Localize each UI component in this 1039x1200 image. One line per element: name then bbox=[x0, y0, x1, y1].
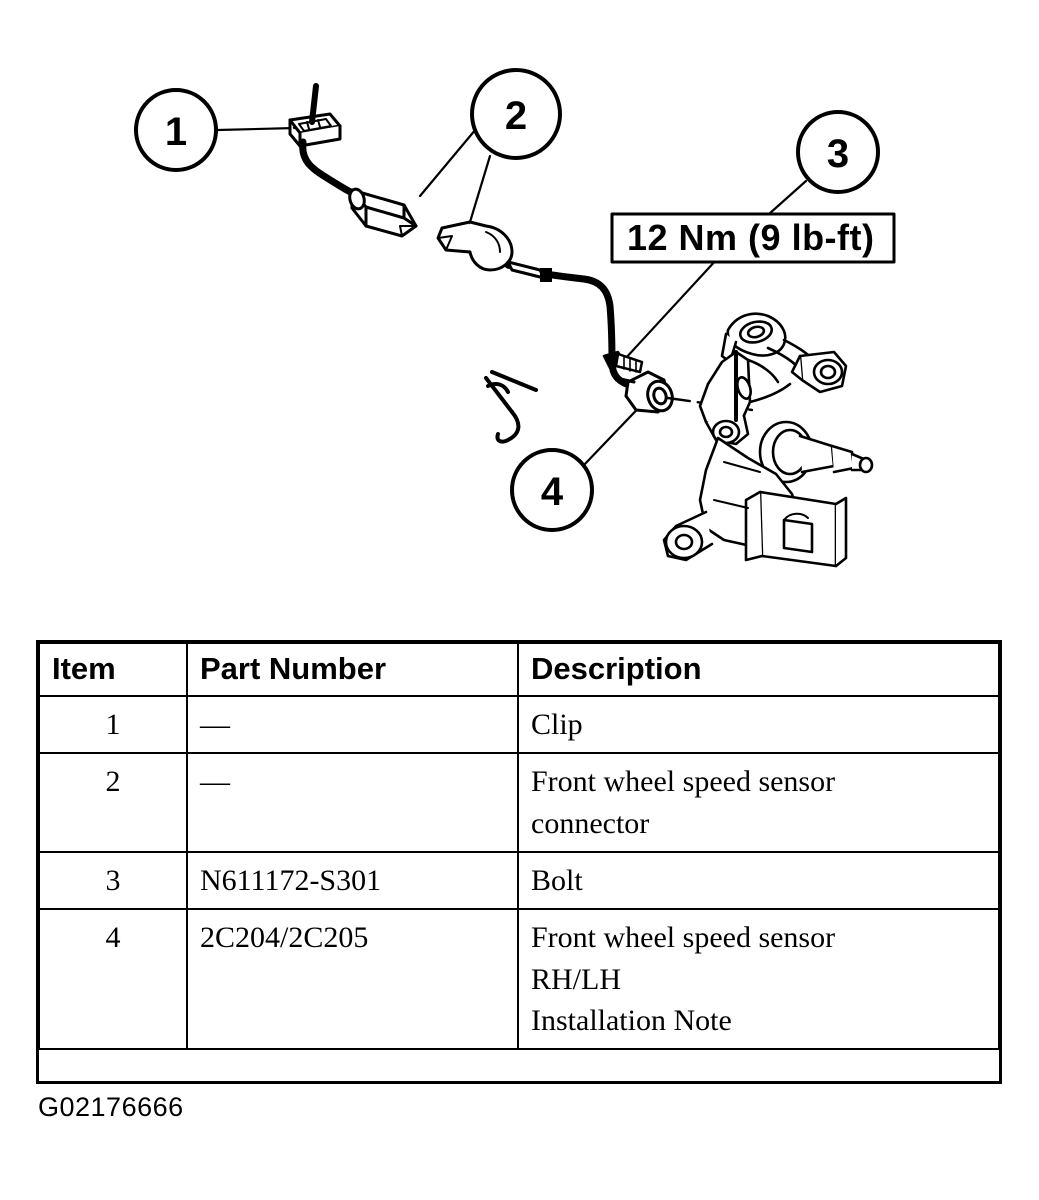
steering-knuckle bbox=[662, 312, 874, 568]
leader-lines bbox=[216, 126, 808, 468]
cell-item: 1 bbox=[38, 694, 188, 755]
callout-circle-3 bbox=[796, 110, 880, 194]
cell-part-number: 2C204/2C205 bbox=[186, 908, 519, 1051]
leader-line-2a bbox=[418, 127, 478, 198]
column-header-part-number: Part Number bbox=[186, 642, 519, 697]
callout-label-4: 4 bbox=[541, 470, 564, 514]
callout-label-1: 1 bbox=[165, 110, 187, 154]
callout-label-3: 3 bbox=[827, 132, 849, 176]
parts-table: Item Part Number Description 1 — Clip 2 … bbox=[38, 642, 1000, 1051]
connector-male bbox=[348, 187, 418, 238]
callout-label-2: 2 bbox=[505, 94, 527, 138]
wheel-speed-sensor bbox=[614, 370, 674, 414]
cell-description: Front wheel speed sensor RH/LH Installat… bbox=[517, 908, 1000, 1051]
callout-circle-2 bbox=[470, 68, 562, 160]
cell-part-number: N611172-S301 bbox=[186, 850, 519, 911]
column-header-item: Item bbox=[38, 642, 188, 697]
table-row: 4 2C204/2C205 Front wheel speed sensor R… bbox=[38, 908, 1000, 1051]
leader-line-2b bbox=[468, 154, 492, 224]
table-row: 2 — Front wheel speed sensor connector bbox=[38, 752, 1000, 853]
callout-circle-4 bbox=[510, 448, 594, 532]
cell-part-number: — bbox=[186, 752, 519, 853]
cell-description: Bolt bbox=[517, 850, 1000, 911]
callout-circle-1 bbox=[134, 88, 218, 172]
cell-description: Clip bbox=[517, 694, 1000, 755]
bolt-part bbox=[602, 350, 644, 374]
cell-item: 3 bbox=[38, 850, 188, 911]
torque-spec-box: 12 Nm (9 lb-ft) bbox=[610, 212, 896, 264]
leader-line-3-bolt bbox=[622, 256, 720, 362]
direction-arrow-symbol bbox=[484, 370, 538, 444]
clip-post bbox=[309, 83, 319, 125]
cell-item: 2 bbox=[38, 752, 188, 853]
callout-circles bbox=[134, 68, 880, 532]
exploded-view-illustration: 1 2 3 4 12 Nm (9 lb-ft) bbox=[134, 68, 896, 568]
figure-caption: G02176666 bbox=[38, 1092, 184, 1122]
clip-part bbox=[288, 112, 342, 148]
connector-female bbox=[436, 220, 552, 282]
torque-spec-label: 12 Nm (9 lb-ft) bbox=[627, 217, 875, 258]
table-header-row: Item Part Number Description bbox=[38, 642, 1000, 697]
harness-cable-lower bbox=[504, 261, 636, 390]
table-row: 1 — Clip bbox=[38, 694, 1000, 755]
cell-part-number: — bbox=[186, 694, 519, 755]
table-row: 3 N611172-S301 Bolt bbox=[38, 850, 1000, 911]
cell-description: Front wheel speed sensor connector bbox=[517, 752, 1000, 853]
column-header-description: Description bbox=[517, 642, 1000, 697]
cell-item: 4 bbox=[38, 908, 188, 1051]
leader-line-1 bbox=[216, 126, 298, 132]
